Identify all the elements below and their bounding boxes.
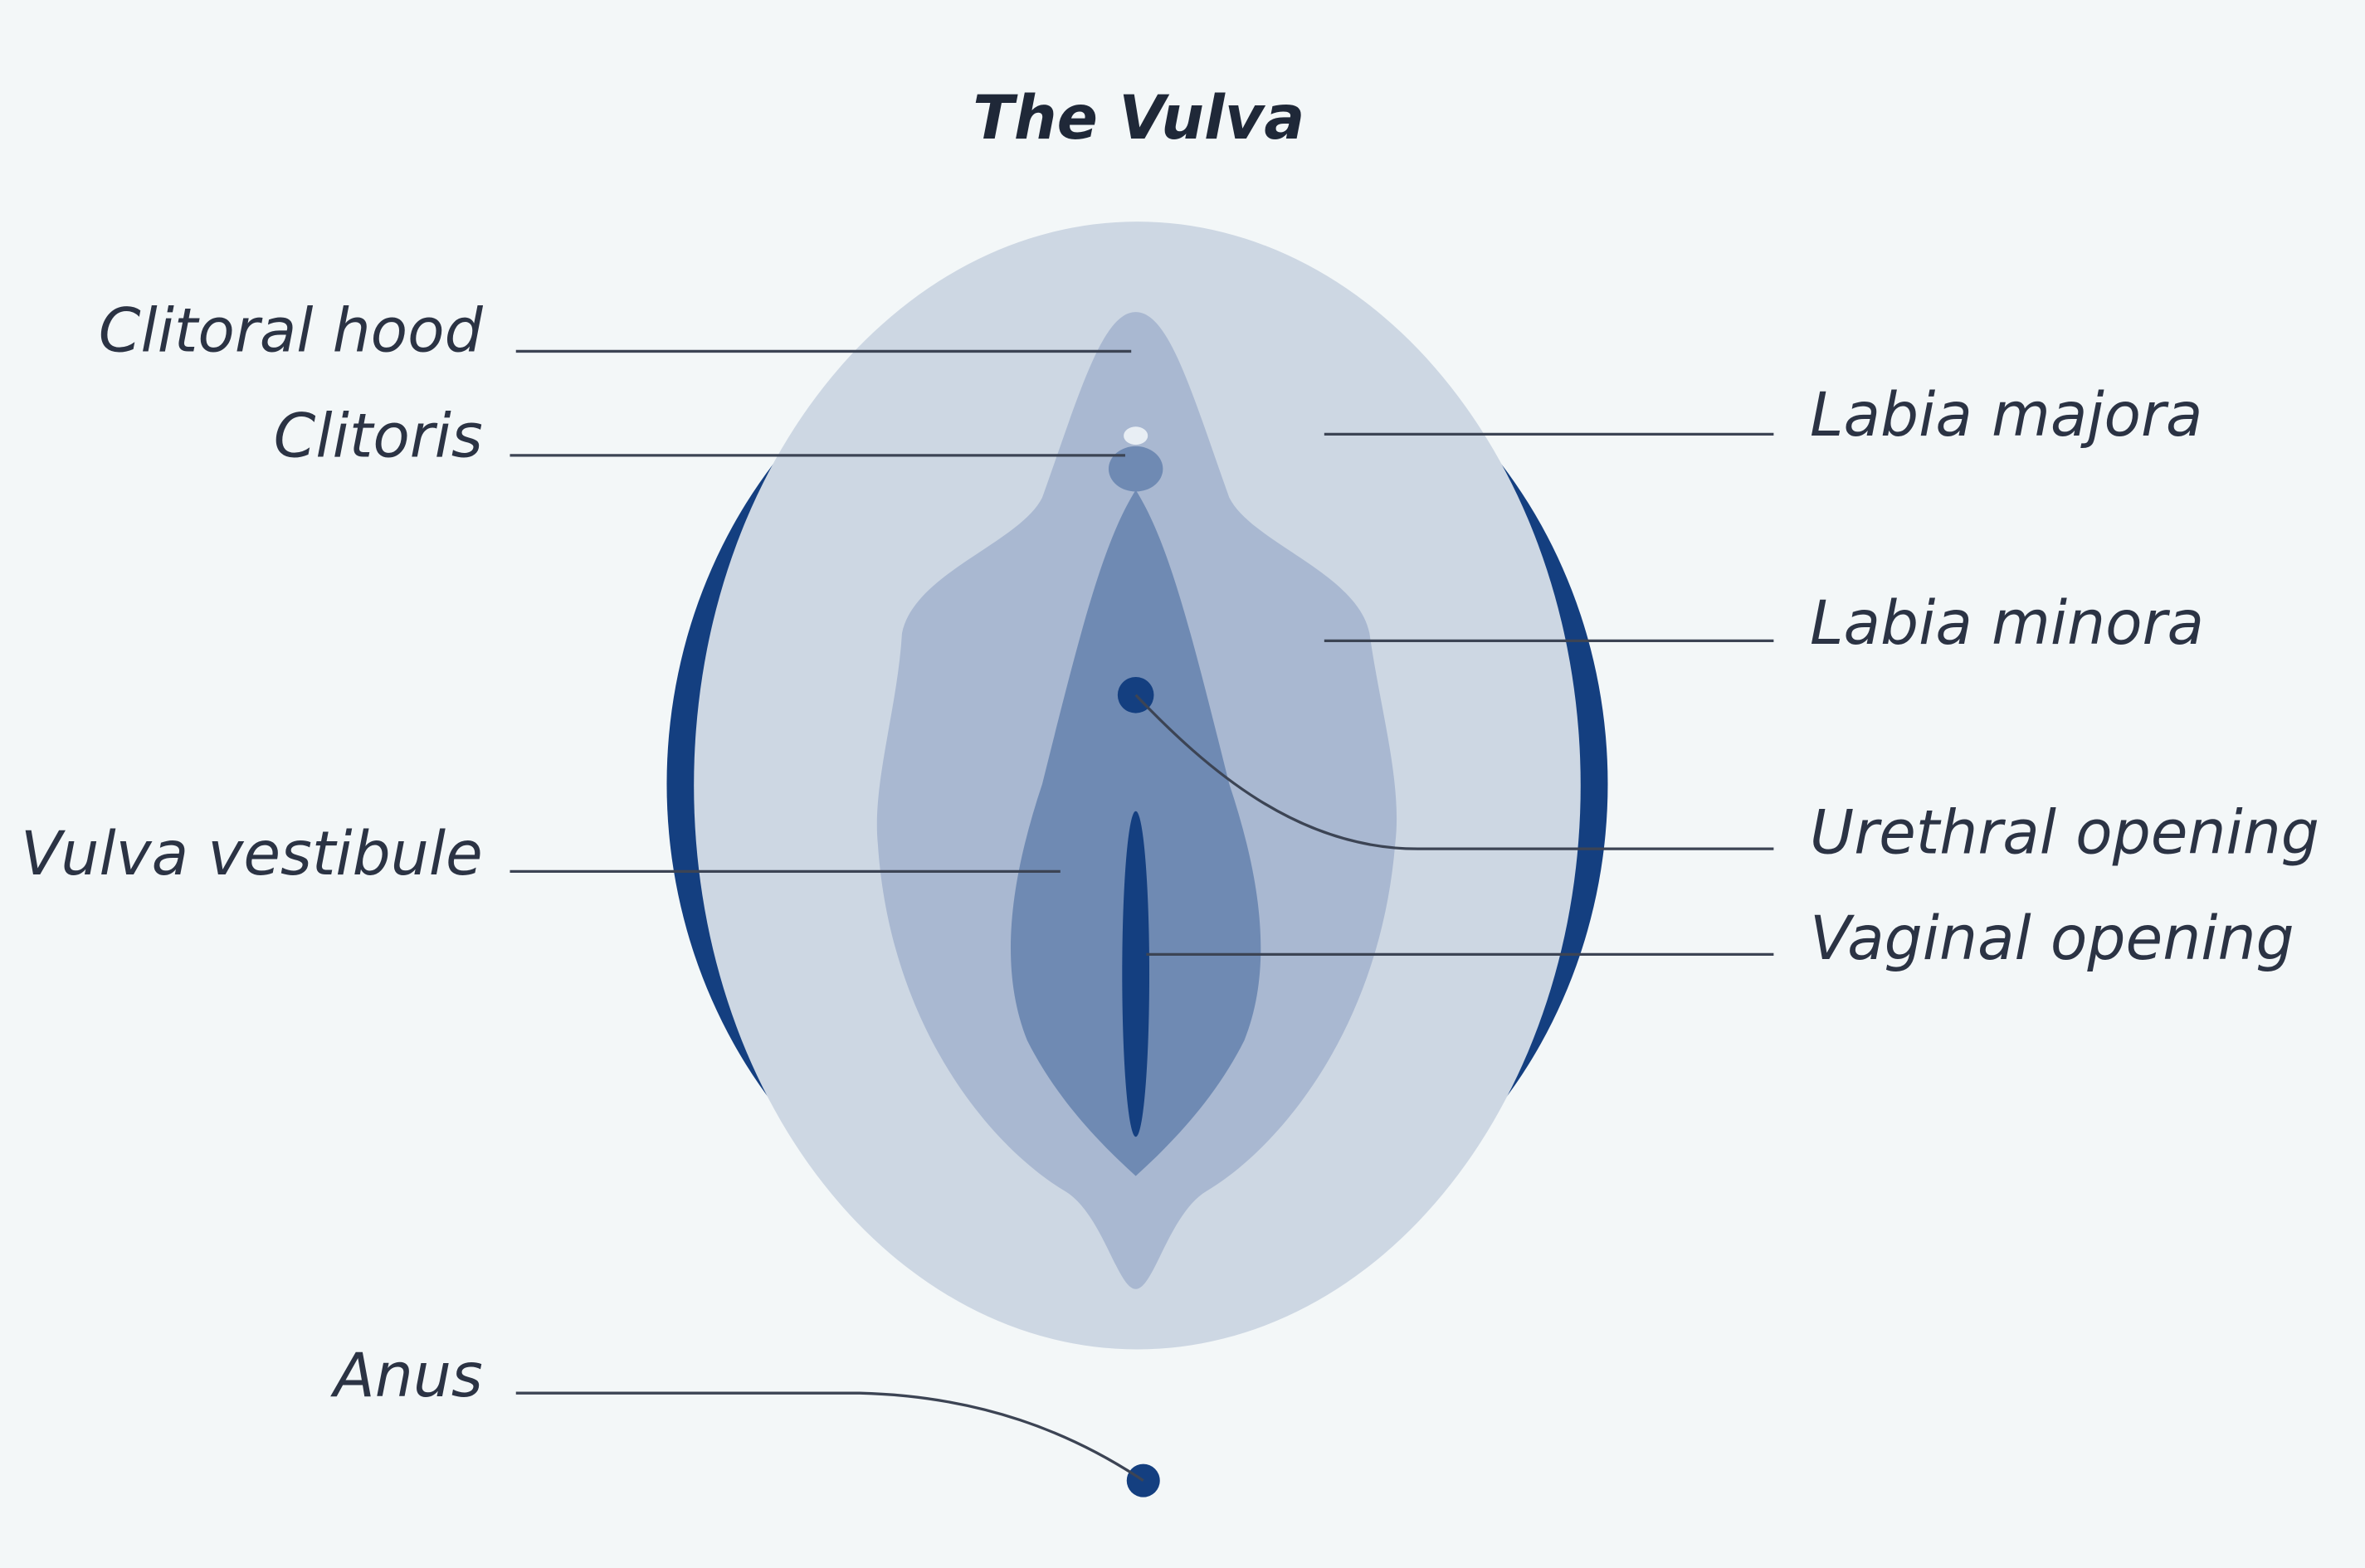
clitoris-shape: [1108, 446, 1163, 492]
label-labia-minora: Labia minora: [1810, 589, 2204, 659]
diagram-title: The Vulva: [973, 84, 1304, 153]
label-clitoral-hood: Clitoral hood: [99, 296, 484, 366]
label-vulva-vestibule: Vulva vestibule: [21, 820, 483, 889]
vaginal-opening-shape: [1122, 811, 1150, 1137]
clitoral-hood-highlight: [1124, 426, 1148, 446]
label-anus: Anus: [330, 1342, 483, 1411]
label-vaginal-opening: Vaginal opening: [1810, 904, 2294, 974]
label-clitoris: Clitoris: [274, 402, 483, 472]
anus-leader: [515, 1391, 1144, 1482]
urethral-opening-leader: [1134, 694, 1774, 850]
label-urethral-opening: Urethral opening: [1810, 799, 2319, 869]
label-labia-majora: Labia majora: [1810, 381, 2202, 450]
